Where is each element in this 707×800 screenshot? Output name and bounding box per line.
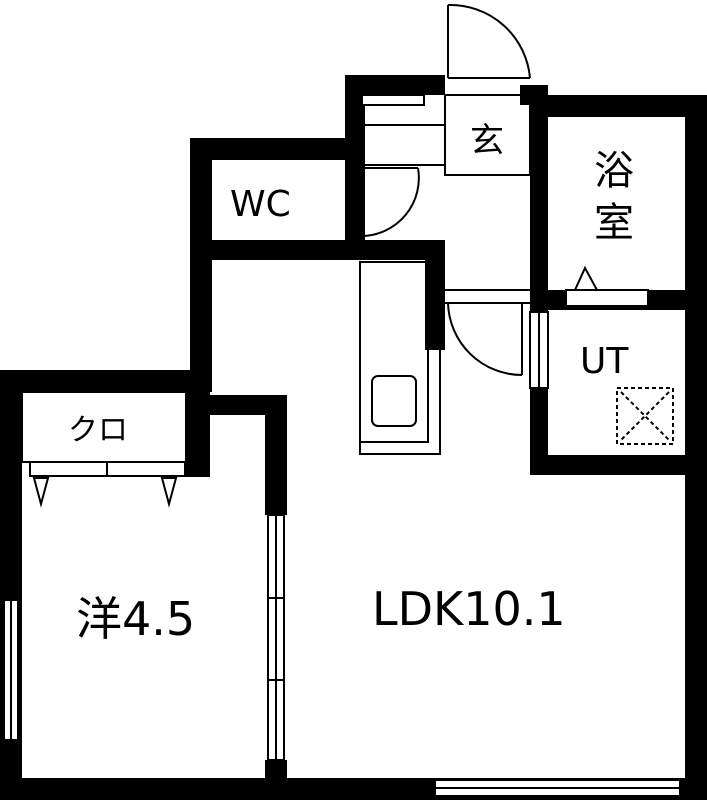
room-label-closet: クロ bbox=[68, 413, 128, 448]
room-label-wc: WC bbox=[230, 184, 291, 225]
fixtures bbox=[3, 94, 681, 797]
walls bbox=[0, 75, 707, 800]
doors bbox=[361, 3, 531, 376]
room-label-ut: UT bbox=[580, 341, 629, 382]
room-label-ldk: LDK10.1 bbox=[372, 582, 566, 636]
room-labels: LDK10.1 洋4.5 浴 室 WC UT 玄 クロ bbox=[68, 121, 634, 646]
room-label-western: 洋4.5 bbox=[76, 592, 195, 646]
room-label-entrance: 玄 bbox=[470, 121, 504, 161]
room-label-bath-2: 室 bbox=[594, 200, 634, 246]
room-label-bath-1: 浴 bbox=[594, 148, 634, 194]
